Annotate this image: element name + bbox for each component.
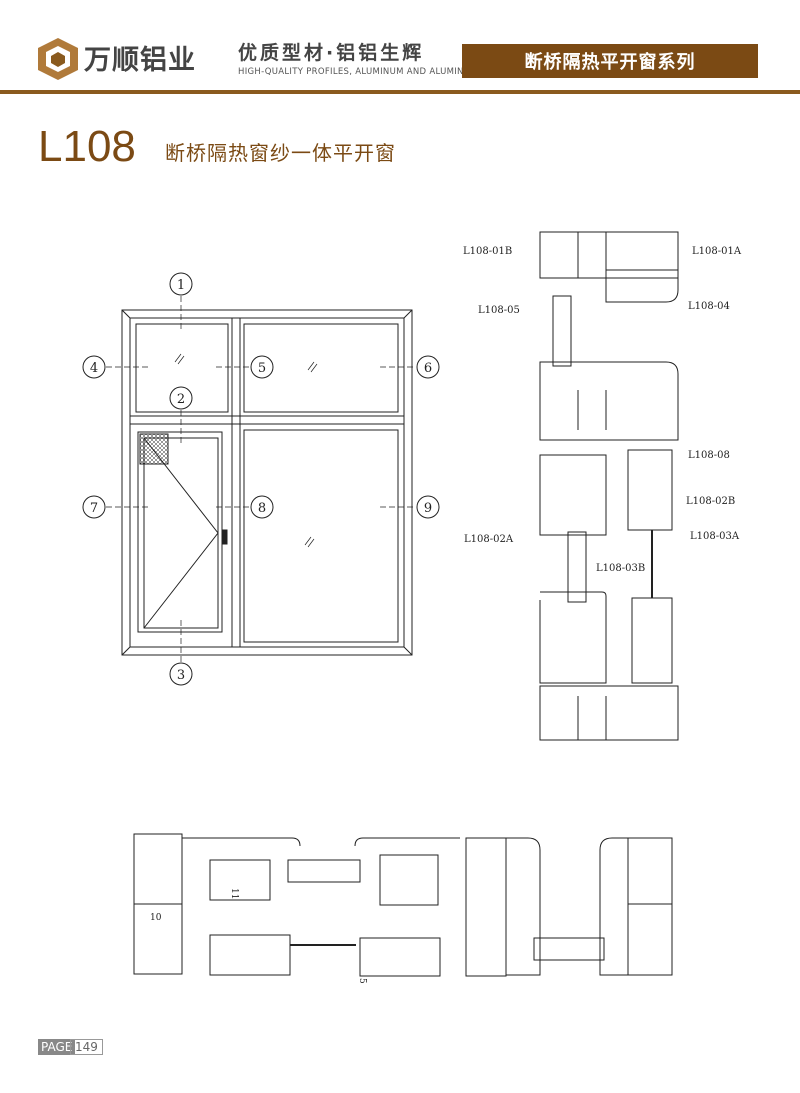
label-l108-04: L108-04 [688, 301, 730, 312]
callouts [82, 272, 440, 686]
callout-8: 8 [258, 501, 266, 516]
series-banner: 断桥隔热平开窗系列 [462, 44, 758, 78]
callout-5: 5 [258, 361, 266, 376]
label-11: 11 [229, 888, 239, 899]
page-number: 149 [70, 1039, 103, 1055]
label-l108-01b: L108-01B [463, 246, 512, 257]
callout-7: 7 [90, 501, 98, 516]
label-l108-01a: L108-01A [692, 246, 742, 257]
header-divider [0, 90, 800, 94]
callout-4: 4 [90, 361, 98, 376]
section-horizontal [133, 833, 673, 977]
label-l108-08: L108-08 [688, 450, 730, 461]
label-l108-03a: L108-03A [690, 531, 740, 542]
callout-1: 1 [177, 278, 185, 293]
callout-3: 3 [177, 668, 185, 683]
slogan-english: HIGH-QUALITY PROFILES, ALUMINUM AND ALUM… [238, 67, 478, 77]
slogan: 优质型材·铝铝生辉 [238, 42, 425, 64]
label-10: 10 [150, 913, 162, 923]
label-l108-03b: L108-03B [596, 563, 645, 574]
label-l108-02a: L108-02A [464, 534, 514, 545]
label-l108-02b: L108-02B [686, 496, 735, 507]
callout-2: 2 [177, 392, 185, 407]
brand-name: 万顺铝业 [84, 45, 196, 76]
callout-9: 9 [424, 501, 432, 516]
model-number: L108 [38, 122, 136, 171]
label-5: 5 [357, 978, 367, 984]
window-elevation [106, 296, 416, 662]
label-l108-05: L108-05 [478, 305, 520, 316]
brand-logo-icon [38, 38, 78, 80]
page-label: PAGE [38, 1039, 76, 1055]
callout-6: 6 [424, 361, 432, 376]
section-vertical [539, 231, 679, 741]
model-name: 断桥隔热窗纱一体平开窗 [165, 141, 396, 165]
